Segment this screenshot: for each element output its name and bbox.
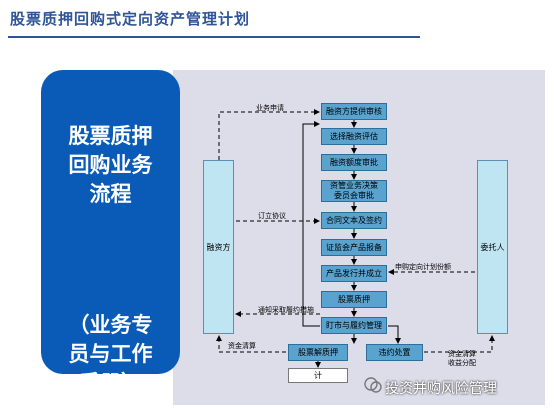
step-committee: 资管业务决策 委员会审批 <box>321 180 387 202</box>
step-review: 融资方提供审核 <box>321 103 387 120</box>
left-title-card: 股票质押回购业务流程 （业务专员与工作手册） <box>41 70 180 395</box>
label-subscribe: 申购定向计划份额 <box>395 263 451 271</box>
wechat-icon <box>364 377 382 393</box>
card-title: 股票质押回购业务流程 <box>41 122 180 209</box>
title-divider <box>8 36 420 38</box>
step-issue: 产品发行并成立 <box>321 265 387 282</box>
slide-title: 股票质押回购式定向资产管理计划 <box>10 10 251 28</box>
step-pledge: 股票质押 <box>321 291 387 308</box>
card-line: （业务专 <box>68 313 153 337</box>
watermark-text: 投资并购风险管理 <box>385 381 497 397</box>
label-repay: 资金清算 <box>228 342 256 350</box>
label-settle: 资金清算 收益分配 <box>448 350 476 367</box>
arrow-feedback <box>302 121 320 327</box>
step-evaluate: 选择融资评估 <box>321 128 387 145</box>
step-report: 证监会产品报备 <box>321 239 387 256</box>
step-release: 股票解质押 <box>288 344 348 361</box>
label-measures: 通知采取履约措施 <box>258 306 314 314</box>
label-sign: 订立协议 <box>258 212 286 220</box>
label-apply: 业务申请 <box>256 104 284 112</box>
arrow-settle <box>424 335 495 353</box>
step-calc: 计 <box>288 368 348 383</box>
card-line: 流程 <box>89 182 132 206</box>
card-line: 股票质押 <box>68 124 153 148</box>
card-line: 手册） <box>79 371 142 395</box>
trustor-box: 委托人 <box>477 160 508 334</box>
arrow-repay <box>216 335 286 353</box>
step-monitor: 盯市与履约管理 <box>321 317 387 334</box>
financer-box: 融资方 <box>203 160 234 334</box>
step-contract: 合同文本及签约 <box>321 212 387 229</box>
step-default: 违约处置 <box>366 344 423 361</box>
card-line: 回购业务 <box>68 153 153 177</box>
arrow-apply <box>218 109 320 160</box>
card-line: 员与工作 <box>68 342 153 366</box>
card-subtitle: （业务专员与工作手册） <box>41 311 180 398</box>
arrow-monitor-right <box>388 325 401 344</box>
step-credit-approve: 融资额度审批 <box>321 154 387 171</box>
